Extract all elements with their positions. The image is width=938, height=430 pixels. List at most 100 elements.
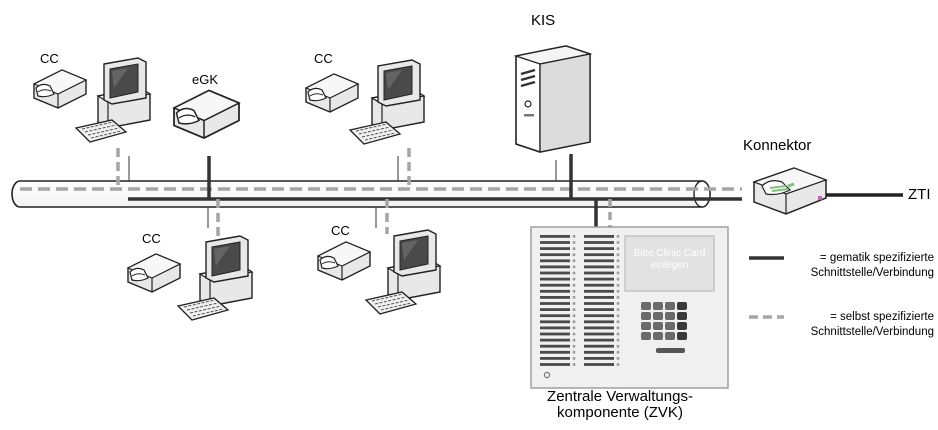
zvk-slot-bar: [540, 283, 570, 287]
zvk-slot-bar: [540, 357, 570, 360]
cc-label-top-mid: CC: [314, 51, 333, 66]
zvk-slot-bar: [540, 320, 570, 324]
zvk-slot-bar: [584, 289, 614, 293]
zvk-slot-bar: [584, 253, 614, 257]
zvk-slot-bar: [540, 363, 570, 366]
zvk-slot-led: [572, 289, 576, 293]
legend-solid-line1: = gematik spezifizierte: [819, 252, 934, 264]
zvk-key: [653, 322, 663, 330]
zvk-slot-bar: [584, 332, 614, 336]
cc-workstation-bottom-mid: [317, 229, 441, 315]
zvk-keypad: [641, 302, 687, 340]
zvk-slot-rows: [540, 234, 620, 366]
zvk-slot-led: [572, 344, 576, 348]
zvk-slot-bar: [584, 344, 614, 348]
zvk-key: [677, 332, 687, 340]
zvk-slot-led: [572, 350, 576, 354]
cc-label-bottom-left: CC: [142, 231, 161, 246]
zvk-key: [653, 302, 663, 310]
cc-label-bottom-mid: CC: [331, 223, 350, 238]
legend-dashed: = selbst spezifizierte Schnittstelle/Ver…: [740, 310, 934, 340]
zvk-slot-bar: [584, 350, 614, 354]
zvk-label-line1: Zentrale Verwaltungs-: [547, 388, 693, 405]
power-button-icon: [524, 100, 532, 108]
zvk-slot-led: [616, 302, 620, 305]
zvk-slot-led: [616, 363, 620, 366]
zvk-slot-bar: [540, 308, 570, 311]
zvk-slot-led: [616, 326, 620, 330]
card-reader-icon: [317, 241, 371, 281]
zvk-slot-bar: [584, 363, 614, 366]
zvk-key: [665, 302, 675, 310]
zvk-slot-bar: [540, 289, 570, 293]
zvk-slot-led: [616, 283, 620, 287]
zvk-key: [665, 332, 675, 340]
zvk-key: [677, 302, 687, 310]
zvk-label-line2: komponente (ZVK): [557, 404, 683, 421]
computer-icon: [75, 57, 151, 143]
zvk-slot-led: [616, 356, 620, 360]
zvk-slot-led: [616, 234, 620, 238]
zvk-slot-bar: [540, 277, 570, 281]
zvk-slot-led: [616, 320, 620, 324]
zvk-slot-led: [572, 265, 576, 269]
zvk-slot-bar: [540, 296, 570, 299]
zvk-slot-bar: [584, 320, 614, 324]
zvk-slot-led: [616, 277, 620, 281]
zvk-slot-bar: [584, 357, 614, 360]
zvk-key: [641, 332, 651, 340]
zvk-slot-bar: [584, 271, 614, 275]
zvk-slot-led: [572, 332, 576, 336]
zvk-slot-bar: [540, 350, 570, 354]
cc-label-top-left: CC: [40, 51, 59, 66]
zvk-key: [677, 322, 687, 330]
zvk-slot-bar: [584, 314, 614, 318]
zvk-slot-led: [572, 234, 576, 238]
zvk-slot-bar: [540, 326, 570, 330]
zvk-label: Zentrale Verwaltungs- komponente (ZVK): [520, 389, 720, 421]
zvk-key: [665, 322, 675, 330]
kis-server: [513, 45, 593, 153]
zvk-panel: [530, 226, 729, 389]
zvk-slot-led: [616, 265, 620, 269]
zvk-key: [653, 312, 663, 320]
egk-card-reader: [173, 89, 240, 139]
zti-label: ZTI: [908, 186, 931, 203]
zvk-slot-bar: [584, 259, 614, 263]
card-reader-icon: [33, 69, 87, 109]
zvk-slot-bar: [540, 247, 570, 250]
zvk-slot-bar: [584, 265, 614, 269]
zvk-slot-led: [572, 320, 576, 324]
zvk-slot-bar: [540, 241, 570, 244]
zvk-slot-bar: [584, 302, 614, 305]
zvk-slot-bar: [584, 326, 614, 330]
zvk-slot-led: [616, 289, 620, 293]
zvk-screen-line2: einlegen: [650, 260, 689, 271]
zvk-slot-led: [572, 308, 576, 312]
zvk-slot-bar: [540, 302, 570, 305]
zvk-indicator-icon: [543, 371, 551, 379]
legend-solid-line2: Schnittstelle/Verbindung: [810, 267, 934, 279]
zvk-slot-led: [616, 338, 620, 342]
zvk-slot-bar: [584, 241, 614, 244]
zvk-slot-bar: [540, 344, 570, 348]
zvk-slot-led: [572, 277, 576, 281]
zvk-slot-led: [572, 295, 576, 299]
zvk-slot-bar: [584, 296, 614, 299]
zvk-slot-bar: [540, 265, 570, 269]
zvk-slot-bar: [584, 308, 614, 311]
zvk-slot-led: [616, 271, 620, 275]
zvk-slot-bar: [540, 271, 570, 275]
zvk-slot-led: [572, 302, 576, 305]
konnektor-device: [752, 167, 828, 215]
legend-dashed-line1: = selbst spezifizierte: [830, 311, 934, 323]
zvk-slot-led: [572, 356, 576, 360]
zvk-slot-bar: [584, 247, 614, 250]
zvk-slot-led: [572, 363, 576, 366]
zvk-slot-bar: [540, 253, 570, 257]
network-bus: [11, 180, 742, 208]
zvk-key: [653, 332, 663, 340]
zvk-key: [641, 302, 651, 310]
connection-lines: [116, 148, 903, 242]
cc-workstation-bottom-left: [127, 235, 253, 321]
